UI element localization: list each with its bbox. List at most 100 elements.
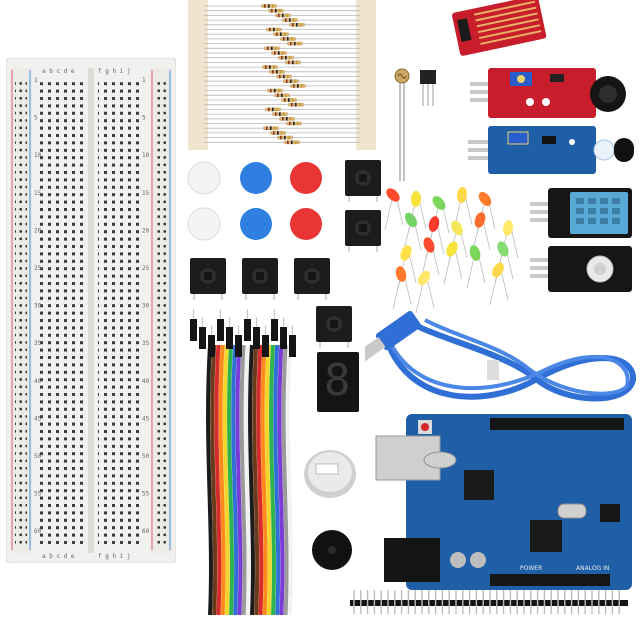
jumper-wire [222,344,230,616]
jumper-wire [252,344,260,616]
led-icon [400,245,412,261]
breadboard-row-number: 60 [142,528,150,535]
led-icon [469,245,481,261]
reset-button-icon [421,423,429,431]
jumper-wire [210,344,218,616]
led-icon [423,237,435,253]
breadboard-row-number: 1 [34,77,38,84]
dc-jack-icon [384,538,440,582]
buzzers [304,450,356,570]
breadboard-row-number: 5 [142,115,146,122]
jumper-wire [206,344,213,616]
led-icon [386,188,400,202]
red-cap-icon-2 [290,208,322,240]
breadboard-col-letters-left-bottom: a b c d e [42,553,75,560]
sound-sensor-module [470,68,626,118]
ldr-and-transistor [394,68,436,181]
breadboard: a b c d e f g h i j a b c d e f g h i j … [6,58,176,563]
usb-a-connector-icon [375,310,422,351]
led-icon [395,266,407,282]
seven-segment-display: 8 [317,352,359,412]
breadboard-row-number: 30 [142,303,150,310]
breadboard-row-number: 30 [34,303,42,310]
breadboard-row-number: 50 [34,453,42,460]
breadboard-row-number: 1 [142,77,146,84]
led-icon [492,262,504,278]
jumper-wire [243,344,251,616]
led-icon [502,220,514,236]
jumper-wire [231,344,239,616]
led-icon [410,191,422,207]
led-icon [446,241,458,257]
breadboard-row-number: 35 [34,340,42,347]
breadboard-row-number: 20 [34,227,42,234]
seven-segment-digit: 8 [324,355,351,406]
resistor-bundle [188,0,376,150]
breadboard-col-letters-right: f g h i j [98,68,131,75]
breadboard-row-number: 15 [34,190,42,197]
ir-led-icon [593,139,615,161]
jumper-wire [285,344,293,616]
breadboard-col-letters-left: a b c d e [42,68,75,75]
jumper-wire [218,344,226,616]
usb-cable [365,310,636,402]
led-icon [474,212,486,228]
led-icon [432,196,446,210]
breadboard-row-number: 25 [142,265,150,272]
red-cap-icon [290,162,322,194]
ir-sensor-module [468,126,634,174]
tactile-buttons [190,160,381,348]
jumper-wire [269,344,276,616]
rgb-led-module [530,246,632,292]
led-icon [417,270,431,286]
breadboard-row-number: 20 [142,227,150,234]
led-icon [451,220,463,236]
led-icon [456,187,468,203]
analog-in-label: ANALOG IN [576,565,609,572]
jumper-wire [260,344,268,616]
breadboard-row-number: 10 [142,152,150,159]
water-level-sensor [452,0,547,56]
breadboard-row-number: 45 [142,415,150,422]
breadboard-row-number: 60 [34,528,42,535]
breadboard-row-number: 55 [34,491,42,498]
breadboard-row-number: 45 [34,415,42,422]
white-cap-icon-2 [187,207,221,241]
led-bundle [384,187,519,314]
led-icon [404,212,418,228]
microcontroller-chip-icon [530,520,562,552]
breadboard-row-number: 35 [142,340,150,347]
jumper-wire [256,344,264,616]
breadboard-row-number: 40 [142,378,150,385]
led-icon [497,241,509,257]
breadboard-row-number: 10 [34,152,42,159]
jumper-wires [190,309,296,616]
breadboard-row-number: 15 [142,190,150,197]
jumper-wire [214,344,222,616]
breadboard-row-number: 40 [34,378,42,385]
jumper-wire [264,344,272,616]
power-label: POWER [520,565,542,572]
breadboard-row-number: 25 [34,265,42,272]
pin-header-strip [350,590,628,614]
button-caps [187,161,322,241]
led-icon [428,216,440,232]
dht11-module [530,188,632,238]
jumper-wire [277,344,285,616]
breadboard-row-number: 50 [142,453,150,460]
jumper-wire [248,344,255,616]
transistor-icon [420,70,436,84]
white-cap-icon [187,161,221,195]
blue-cap-icon-2 [240,208,272,240]
jumper-wire [239,344,247,616]
jumper-wire [235,344,243,616]
jumper-wire [273,344,281,616]
jumper-wire [227,344,234,616]
blue-cap-icon [240,162,272,194]
arduino-uno-board: POWER ANALOG IN [375,414,632,590]
breadboard-row-number: 55 [142,491,150,498]
breadboard-col-letters-right-bottom: f g h i j [98,553,131,560]
breadboard-row-number: 5 [34,115,38,122]
jumper-wire [281,344,289,616]
led-icon [478,191,492,207]
